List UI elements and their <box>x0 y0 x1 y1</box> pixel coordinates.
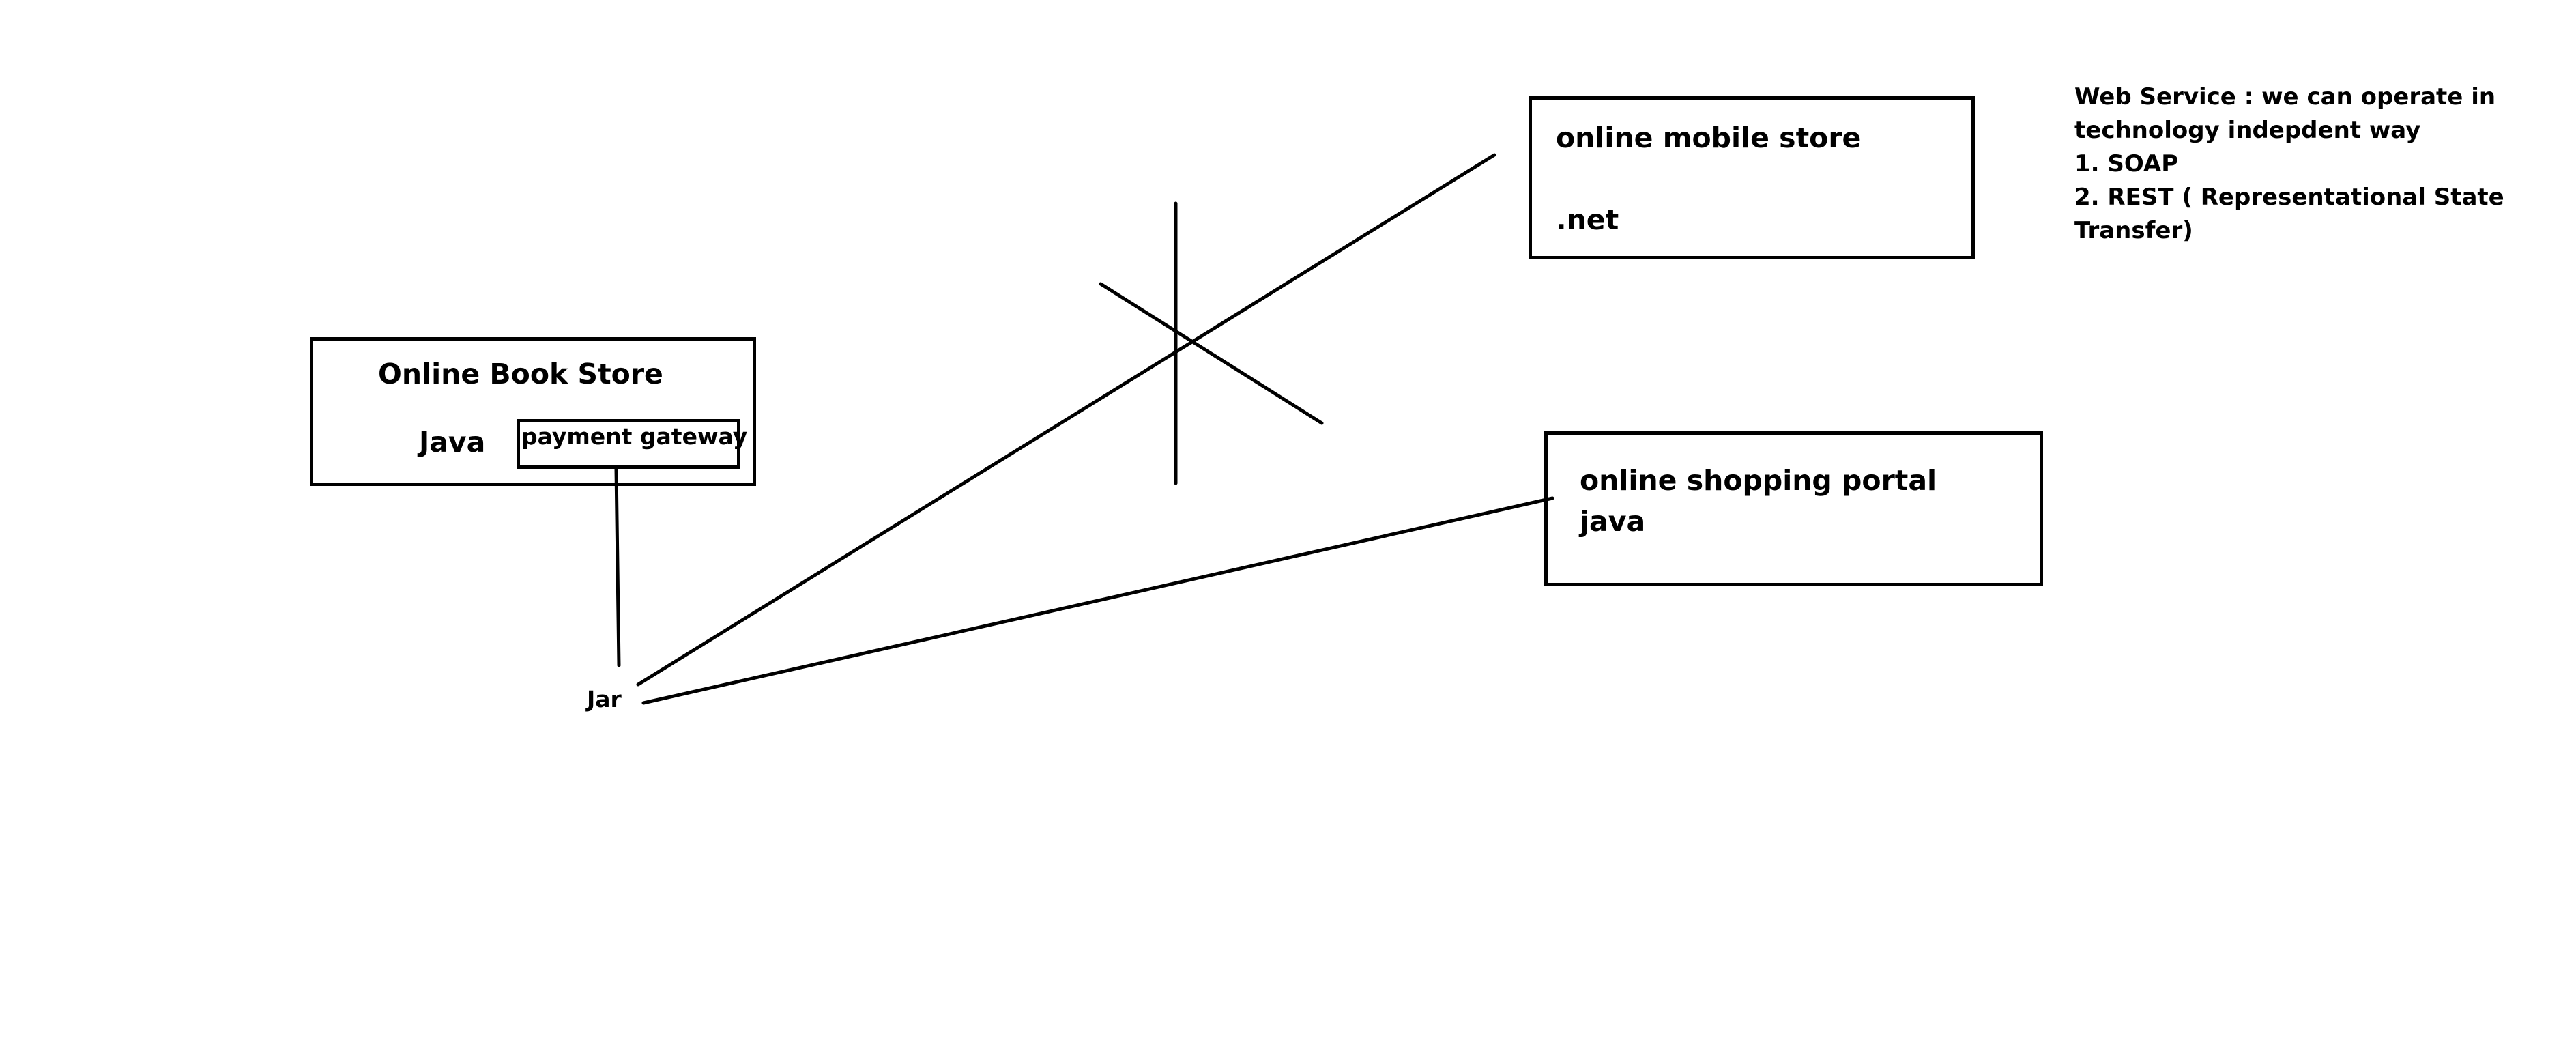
mobile-store-tech: .net <box>1556 203 1619 236</box>
note-item-rest-continued: Transfer) <box>2074 217 2193 244</box>
note-item-soap: 1. SOAP <box>2074 150 2179 177</box>
book-store-box <box>310 337 756 486</box>
jar-to-shopping-portal-line <box>641 496 1554 705</box>
jar-label: Jar <box>587 686 622 712</box>
payment-gateway-box <box>517 419 740 469</box>
web-service-note: Web Service : we can operate in technolo… <box>2074 81 2504 248</box>
shopping-portal-box <box>1544 431 2043 586</box>
mobile-store-box <box>1529 96 1975 259</box>
gateway-to-jar-line <box>614 467 621 667</box>
shopping-portal-title: online shopping portal <box>1580 464 1937 497</box>
note-heading-line-1: Web Service : we can operate in <box>2074 83 2496 111</box>
note-item-rest: 2. REST ( Representational State <box>2074 184 2504 211</box>
payment-gateway-label: payment gateway <box>521 423 748 450</box>
mobile-store-title: online mobile store <box>1556 121 1862 154</box>
note-heading-line-2: technology indepdent way <box>2074 117 2421 144</box>
shopping-portal-tech: java <box>1580 505 1646 538</box>
jar-to-mobile-store-line <box>636 153 1496 687</box>
book-store-tech: Java <box>419 426 486 459</box>
cross-mark-diagonal-line <box>1099 282 1324 425</box>
book-store-title: Online Book Store <box>378 358 663 390</box>
